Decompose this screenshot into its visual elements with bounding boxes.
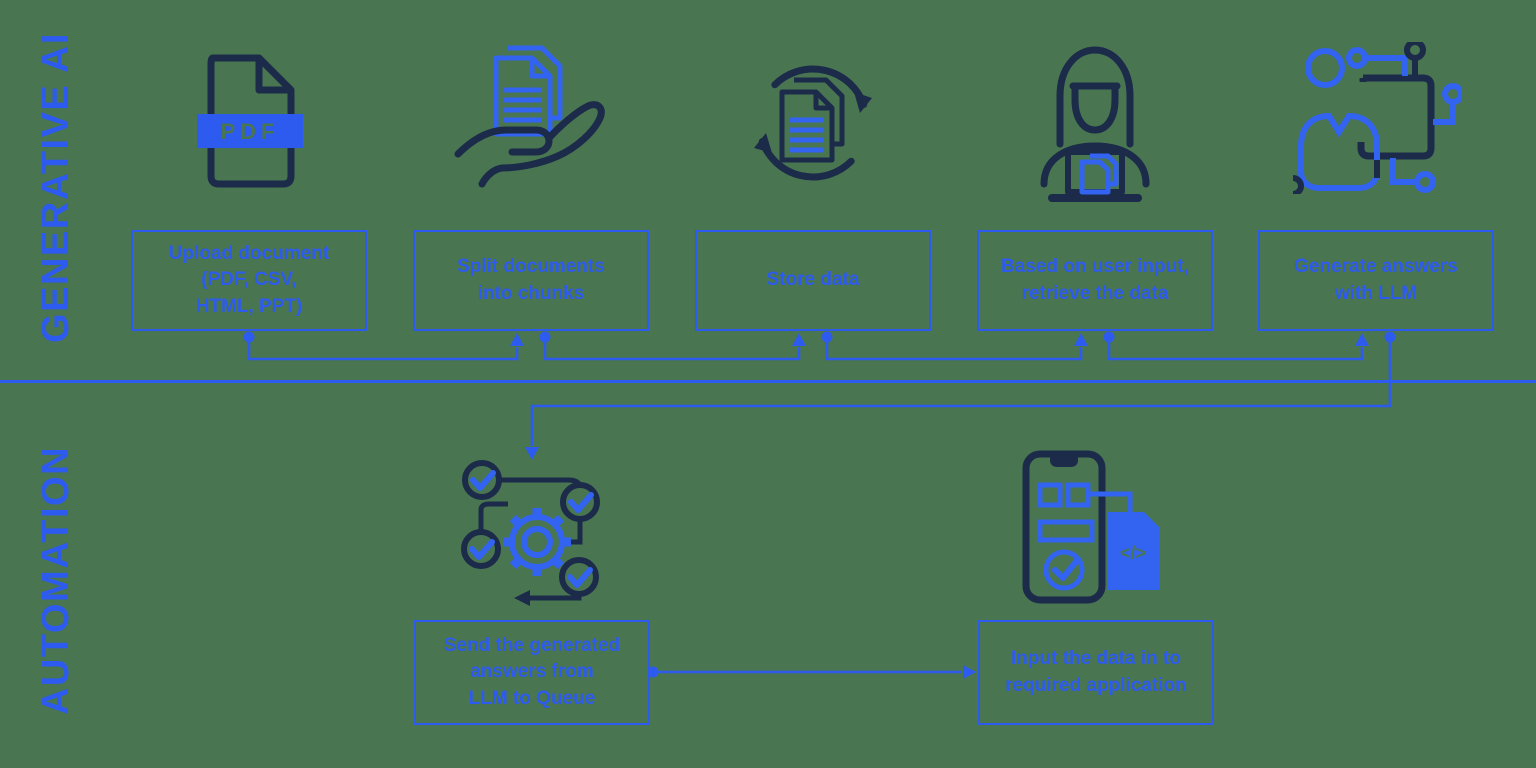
mobile-app-code-icon: </>: [1022, 450, 1160, 604]
person: [1040, 46, 1150, 188]
step-label: Split documents into chunks: [457, 256, 605, 304]
arrow-up-icon: [1074, 333, 1088, 346]
step-box-retrieve-data: Based on user input, retrieve the data: [977, 230, 1213, 331]
link-line: [1088, 491, 1133, 512]
circuit-nodes: [1293, 42, 1461, 194]
section-label-generative-ai: GENERATIVE AI: [0, 32, 112, 343]
connector-dot: [539, 331, 551, 343]
step-box-upload-document: Upload document (PDF, CSV, HTML, PPT): [131, 230, 367, 331]
step-label: Upload document (PDF, CSV, HTML, PPT): [168, 243, 330, 317]
app-ui: [1037, 482, 1095, 591]
step-box-store-data: Store data: [695, 230, 931, 331]
section-label-text: AUTOMATION: [34, 445, 77, 716]
pdf-band: [197, 114, 303, 148]
cross-section-connector: [530, 337, 1392, 446]
documents: [779, 77, 845, 163]
code-file: [1108, 512, 1160, 590]
check-circles: [461, 460, 600, 597]
arrowhead: [754, 133, 772, 153]
connector-dot: [1103, 331, 1115, 343]
connector-dot: [1384, 331, 1396, 343]
sync-documents-icon: [754, 65, 872, 181]
step-label: Store data: [766, 269, 860, 291]
workflow-gear-icon: [461, 460, 600, 606]
user-laptop-icon: [1040, 46, 1150, 202]
step-label: Generate answers with LLM: [1294, 256, 1458, 304]
laptop: [1048, 149, 1142, 202]
code-file-text: </>: [1120, 543, 1146, 563]
step-box-send-to-queue: Send the generated answers from LLM to Q…: [414, 620, 650, 725]
arrow-up-icon: [510, 333, 524, 346]
section-label-text: GENERATIVE AI: [34, 31, 77, 343]
step-box-split-documents: Split documents into chunks: [413, 230, 649, 331]
connector-dot: [821, 331, 833, 343]
step-label: Based on user input, retrieve the data: [1001, 256, 1189, 304]
hand: [454, 101, 605, 188]
arrowhead: [854, 92, 872, 113]
documents: [493, 45, 563, 137]
step-label: Send the generated answers from LLM to Q…: [443, 635, 621, 709]
person: [1298, 48, 1380, 191]
phone-body: [1022, 450, 1106, 604]
phone-notch: [1050, 456, 1078, 467]
connector-dot: [243, 331, 255, 343]
step-label: Input the data in to required applicatio…: [1005, 648, 1187, 696]
document-lines: [790, 117, 824, 153]
section-label-automation: AUTOMATION: [0, 443, 112, 718]
screen-documents: [1079, 153, 1119, 195]
pdf-band-text: PDF: [221, 119, 280, 144]
hand-documents-icon: [454, 45, 605, 188]
step-box-input-application: Input the data in to required applicatio…: [978, 620, 1214, 725]
arrow-left-icon: [514, 590, 530, 606]
arrow-up-icon: [1355, 333, 1369, 346]
step-box-generate-answers: Generate answers with LLM: [1258, 230, 1494, 331]
pdf-file-icon: PDF: [197, 54, 303, 188]
sync-arrows: [758, 65, 868, 181]
llm-user-icon: [1293, 42, 1461, 194]
gear: [503, 508, 571, 576]
chat-panel: [1357, 74, 1435, 160]
arrow-right-icon: [963, 665, 976, 679]
arrow-up-icon: [792, 333, 806, 346]
